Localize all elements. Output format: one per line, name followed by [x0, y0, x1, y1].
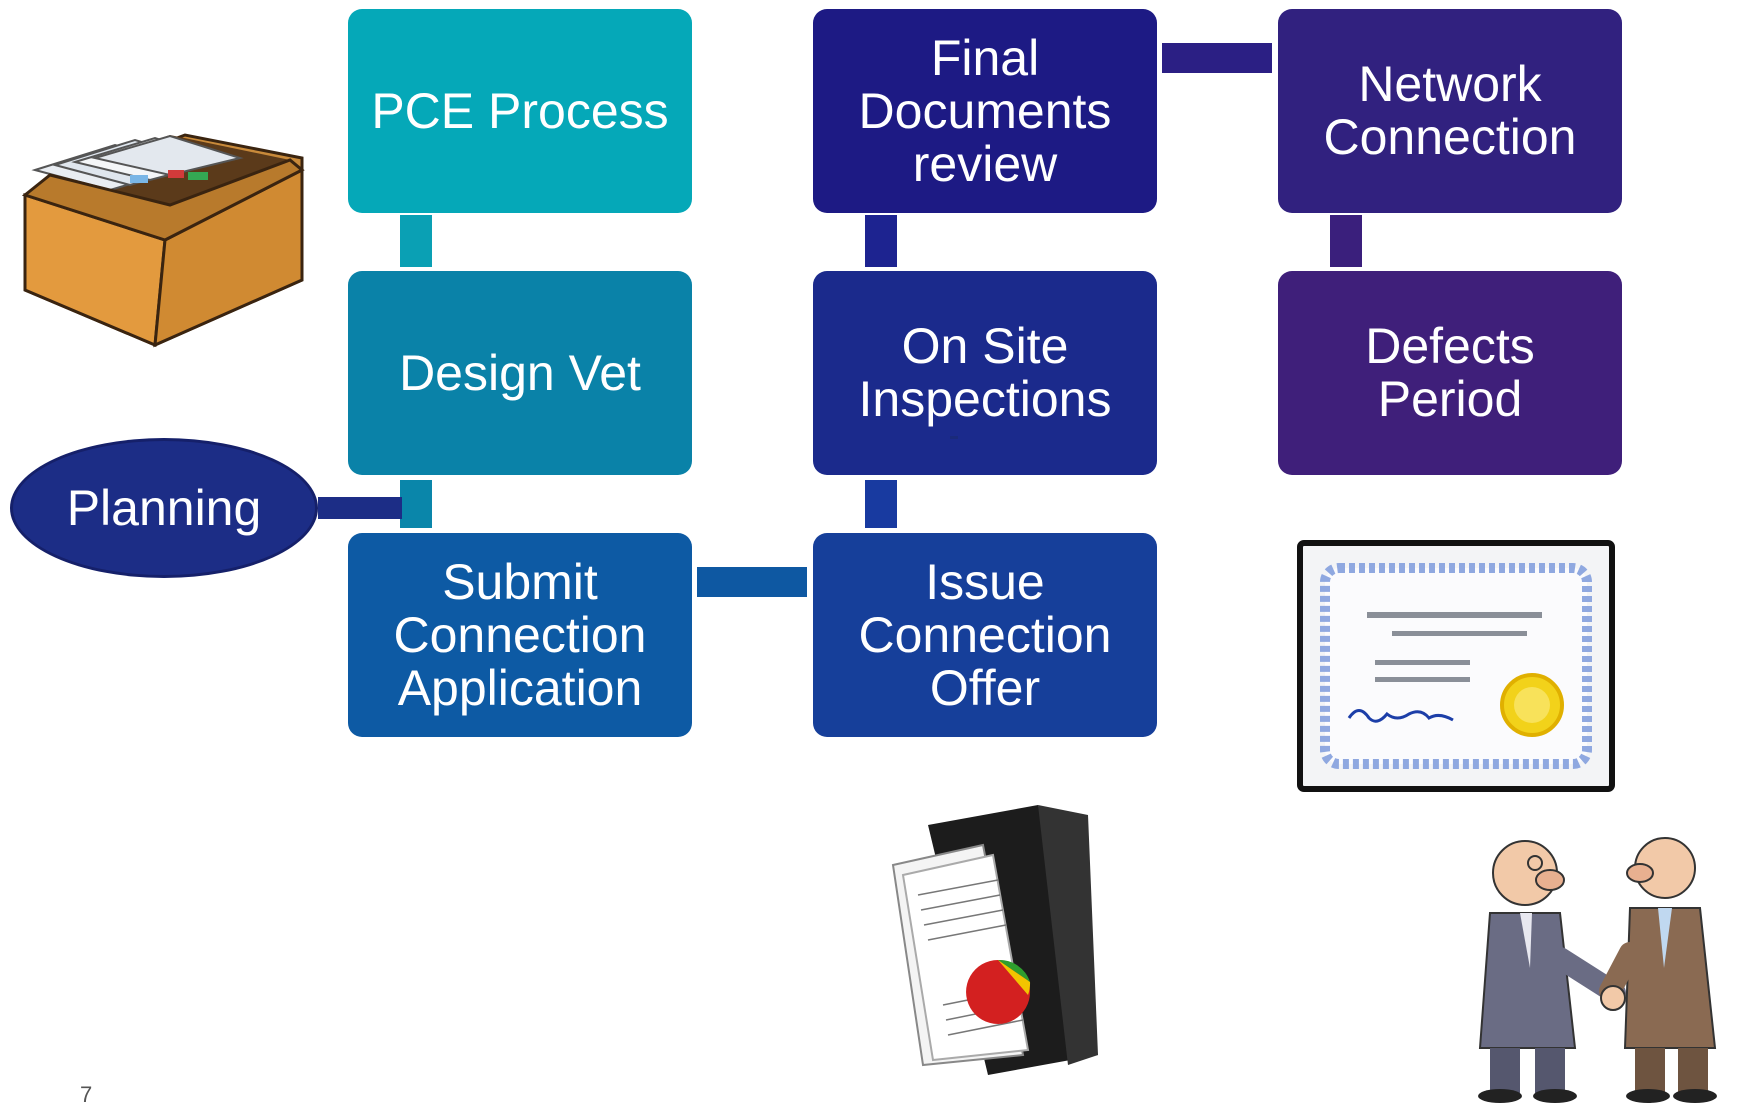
submit-connection-box: Submit Connection Application [348, 533, 692, 737]
issue-connection-offer-label: Issue Connection Offer [858, 553, 1112, 716]
final-documents-label: Final Documents review [858, 29, 1112, 192]
connector-issue-onsite [865, 480, 897, 528]
on-site-inspections-label: On Site Inspections [858, 318, 1112, 427]
planning-oval: Planning [10, 438, 318, 578]
connector-design-submit [400, 480, 432, 528]
on-site-inspections-box: On Site Inspections [813, 271, 1157, 475]
connector-pce-design [400, 215, 432, 267]
pce-process-box: PCE Process [348, 9, 692, 213]
connector-planning-design [318, 497, 402, 519]
connector-final-network [1162, 43, 1272, 73]
network-connection-label: Network Connection [1323, 56, 1577, 165]
handshake-icon [1478, 837, 1717, 1103]
decorative-dash [950, 436, 958, 439]
defects-period-label: Defects Period [1365, 318, 1535, 427]
page-number: 7 [80, 1082, 93, 1107]
connector-onsite-final [865, 215, 897, 267]
design-vet-box: Design Vet [348, 271, 692, 475]
certificate-icon [1297, 540, 1615, 792]
connector-network-defects [1330, 215, 1362, 267]
issue-connection-offer-box: Issue Connection Offer [813, 533, 1157, 737]
pce-process-label: PCE Process [371, 82, 669, 139]
document-folder-icon [891, 805, 1098, 1075]
defects-period-box: Defects Period [1278, 271, 1622, 475]
connector-submit-issue [697, 567, 807, 597]
network-connection-box: Network Connection [1278, 9, 1622, 213]
planning-label: Planning [66, 480, 262, 536]
submit-connection-label: Submit Connection Application [393, 553, 647, 716]
design-vet-label: Design Vet [399, 344, 641, 401]
final-documents-box: Final Documents review [813, 9, 1157, 213]
file-box-icon [21, 133, 305, 348]
